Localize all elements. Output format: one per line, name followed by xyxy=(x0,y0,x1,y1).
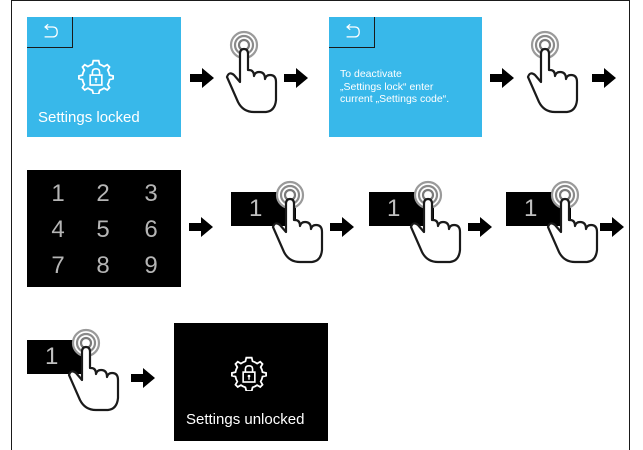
code-entry-strip: 1 xyxy=(27,340,89,374)
settings-lock-icon xyxy=(231,355,267,391)
keypad-key-2[interactable]: 2 xyxy=(96,180,110,207)
keypad-screen: 1 2 3 4 5 6 7 8 9 xyxy=(27,170,181,287)
keypad-key-7[interactable]: 7 xyxy=(51,252,65,279)
back-button[interactable] xyxy=(329,17,375,48)
instruction-line: current „Settings code“. xyxy=(340,93,450,105)
keypad-key-1[interactable]: 1 xyxy=(51,180,65,207)
keypad-key-5[interactable]: 5 xyxy=(96,216,110,243)
keypad-key-4[interactable]: 4 xyxy=(51,216,65,243)
touch-hand-icon xyxy=(224,30,284,120)
right-arrow-icon xyxy=(592,68,616,88)
code-digit: 1 xyxy=(45,343,59,370)
right-arrow-icon xyxy=(490,68,514,88)
keypad-key-6[interactable]: 6 xyxy=(144,216,158,243)
touch-hand-icon xyxy=(545,180,605,270)
settings-locked-screen: Settings locked xyxy=(27,17,181,137)
settings-unlocked-label: Settings unlocked xyxy=(186,411,305,428)
right-arrow-icon xyxy=(600,217,624,237)
touch-hand-icon xyxy=(270,180,330,270)
settings-locked-label: Settings locked xyxy=(38,109,140,126)
right-arrow-icon xyxy=(131,368,155,388)
right-arrow-icon xyxy=(190,68,214,88)
settings-unlocked-screen: Settings unlocked xyxy=(174,323,328,441)
touch-hand-icon xyxy=(408,180,468,270)
deactivate-lock-screen: To deactivate „Settings lock“ enter curr… xyxy=(329,17,482,137)
back-arrow-icon xyxy=(41,23,59,40)
instruction-line: „Settings lock“ enter xyxy=(340,80,434,93)
settings-lock-icon xyxy=(78,58,114,94)
instruction-line: To deactivate xyxy=(340,68,402,80)
touch-hand-icon xyxy=(66,328,126,418)
keypad-key-9[interactable]: 9 xyxy=(144,252,158,279)
code-digit: 1 xyxy=(524,195,538,222)
right-arrow-icon xyxy=(468,217,492,237)
right-arrow-icon xyxy=(330,217,354,237)
instruction-frame xyxy=(11,0,630,450)
code-digit: 1 xyxy=(387,195,401,222)
deactivate-instruction-text: To deactivate „Settings lock“ enter curr… xyxy=(340,68,449,106)
back-arrow-icon xyxy=(343,23,361,40)
right-arrow-icon xyxy=(284,68,308,88)
touch-hand-icon xyxy=(525,30,585,120)
back-button[interactable] xyxy=(27,17,73,48)
keypad-key-8[interactable]: 8 xyxy=(96,252,110,279)
code-digit: 1 xyxy=(249,195,263,222)
right-arrow-icon xyxy=(189,217,213,237)
keypad-key-3[interactable]: 3 xyxy=(144,180,158,207)
